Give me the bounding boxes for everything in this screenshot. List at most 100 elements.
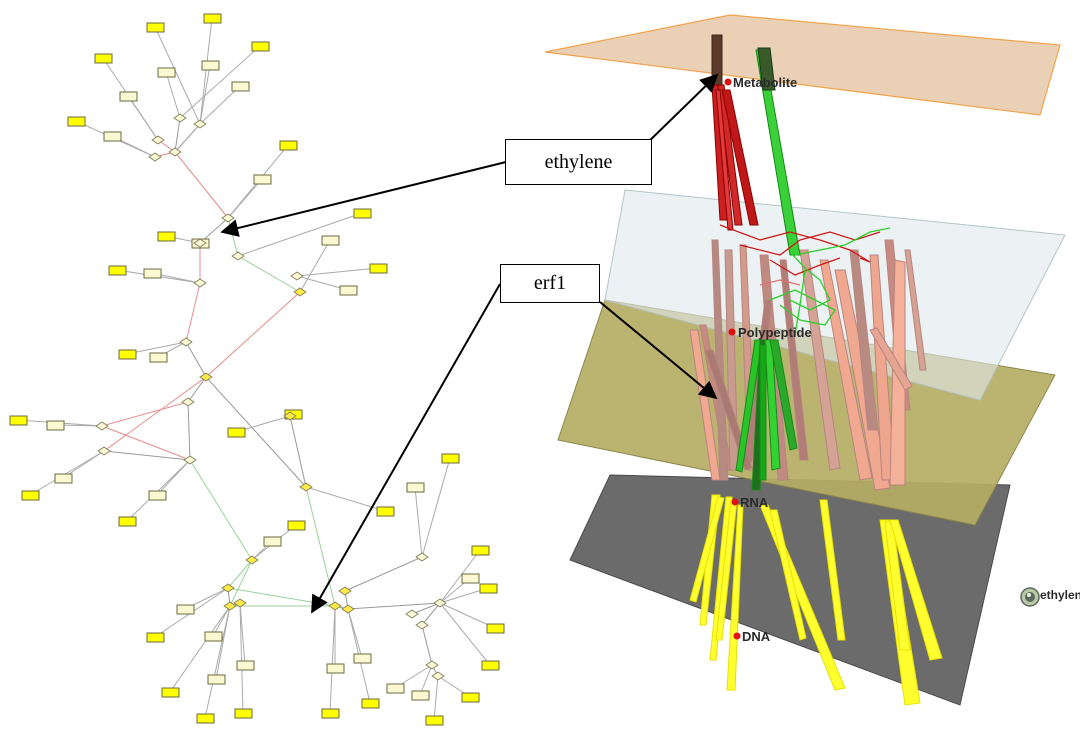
- leaf-node: [67, 116, 86, 127]
- network-edge: [239, 602, 246, 666]
- hub-node: [168, 147, 182, 157]
- network-edge: [103, 376, 207, 452]
- hub-node: [405, 609, 419, 619]
- hub-node: [341, 604, 355, 614]
- network-edge: [174, 151, 229, 219]
- rna-layer-label: RNA: [740, 495, 769, 510]
- leaf-node: [263, 536, 282, 547]
- leaf-node: [103, 131, 122, 142]
- leaf-node: [203, 13, 222, 24]
- network-edge: [174, 117, 181, 153]
- leaf-node: [479, 583, 498, 594]
- polypeptide-network: [719, 224, 891, 336]
- network-edge: [239, 602, 244, 714]
- leaf-node: [461, 573, 480, 584]
- leaf-node: [279, 140, 298, 151]
- network-edge: [101, 401, 189, 427]
- leaf-node: [471, 545, 490, 556]
- network-edge: [29, 450, 105, 496]
- hub-node: [181, 397, 195, 407]
- leaf-node: [118, 516, 137, 527]
- rna-marker: [731, 498, 739, 506]
- hub-node: [97, 446, 111, 456]
- network-edge: [237, 255, 301, 293]
- network-edge: [305, 486, 386, 512]
- erf1-callout: erf1: [500, 264, 600, 303]
- leaf-node: [108, 265, 127, 276]
- leaf-node: [353, 208, 372, 219]
- leaf-node: [481, 660, 500, 671]
- hub-node: [199, 372, 213, 382]
- leaf-node: [231, 81, 250, 92]
- polypeptide-marker: [728, 328, 736, 336]
- hub-node: [425, 660, 439, 670]
- leaf-node: [149, 352, 168, 363]
- erf1-arrow-right: [599, 301, 718, 400]
- network-edge: [421, 602, 441, 626]
- leaf-node: [253, 174, 272, 185]
- network-edge: [227, 178, 263, 219]
- network-edge: [165, 71, 181, 119]
- metabolite-edges: [711, 34, 801, 256]
- hub-node: [221, 213, 235, 223]
- leaf-node: [119, 91, 138, 102]
- leaf-node: [386, 683, 405, 694]
- network-edge: [169, 605, 231, 693]
- network-edge: [296, 267, 379, 277]
- network-edge: [344, 556, 423, 592]
- hub-node: [328, 601, 342, 611]
- leaf-node: [201, 60, 220, 71]
- hub-node: [179, 337, 193, 347]
- leaf-node: [461, 692, 480, 703]
- network-edge: [179, 45, 261, 119]
- leaf-node: [207, 674, 226, 685]
- leaf-node: [236, 660, 255, 671]
- leaf-node: [46, 420, 65, 431]
- leaf-node: [227, 427, 246, 438]
- leaf-node: [326, 663, 345, 674]
- network-nodes: [9, 13, 505, 726]
- network-edge: [189, 459, 253, 561]
- ethylene-node-icon: [1020, 587, 1040, 607]
- network-edge: [185, 282, 201, 343]
- network-edge: [329, 605, 336, 714]
- hub-node: [431, 671, 445, 681]
- green-edges: [735, 339, 798, 491]
- hub-node: [299, 482, 313, 492]
- leaf-node: [425, 715, 444, 726]
- leaf-node: [287, 520, 306, 531]
- network-edge: [419, 664, 433, 696]
- network-edge: [227, 559, 253, 589]
- leaf-node: [118, 349, 137, 360]
- network-edge: [421, 457, 451, 558]
- metabolite-plane: [544, 14, 1061, 116]
- network-edge: [411, 602, 441, 615]
- leaf-node: [176, 604, 195, 615]
- network-edge: [154, 26, 201, 125]
- hub-node: [173, 113, 187, 123]
- leaf-node: [441, 453, 460, 464]
- network-edge: [439, 549, 481, 604]
- hub-node: [283, 411, 297, 421]
- ethylene-callout: ethylene: [505, 139, 652, 185]
- leaf-node: [353, 653, 372, 664]
- hub-node: [338, 586, 352, 596]
- hub-node: [223, 601, 237, 611]
- network-edge: [227, 217, 239, 257]
- network-edge: [101, 425, 191, 461]
- network-edge: [421, 624, 433, 666]
- network-edge: [439, 602, 496, 629]
- hub-node: [293, 287, 307, 297]
- leaf-node: [251, 41, 270, 52]
- leaf-node: [369, 263, 388, 274]
- network-edge: [433, 675, 439, 721]
- network-edge: [127, 95, 159, 141]
- leaf-node: [157, 231, 176, 242]
- network-edge: [187, 401, 191, 461]
- hub-node: [148, 152, 162, 162]
- layered-3d-view: [544, 14, 1066, 706]
- leaf-node: [361, 698, 380, 709]
- hub-node: [415, 620, 429, 630]
- dna-layer-label: DNA: [742, 629, 771, 644]
- network-edge: [199, 85, 241, 125]
